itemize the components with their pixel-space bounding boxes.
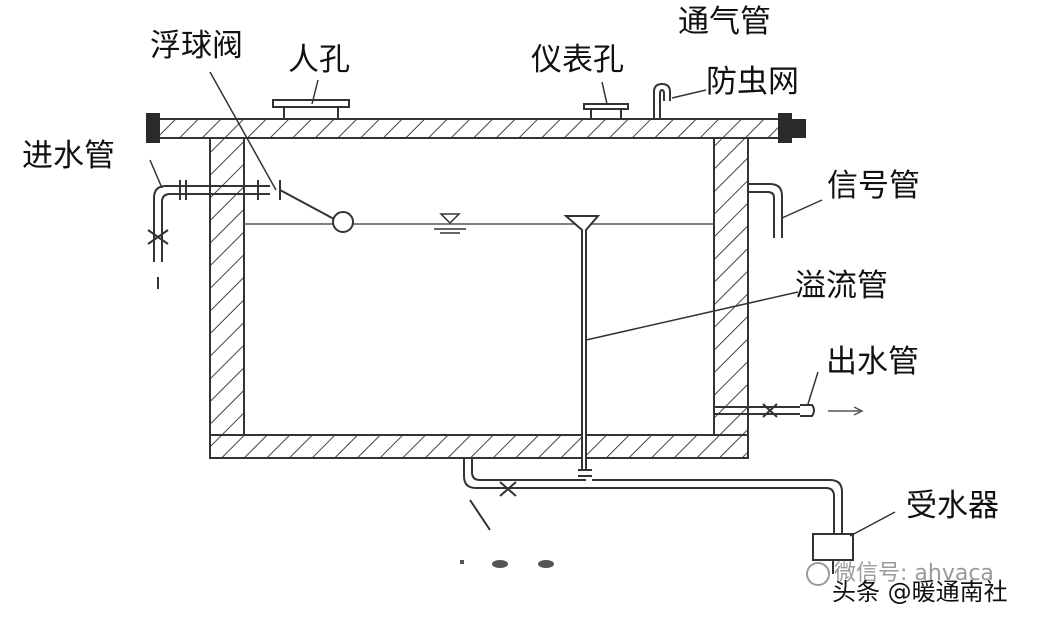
water-level-symbol (434, 213, 466, 234)
tank-walls (149, 118, 781, 459)
drain-markers (460, 560, 554, 568)
label-insect-screen: 防虫网 (706, 64, 799, 100)
float-ball (332, 211, 354, 233)
label-inlet-pipe: 进水管 (22, 138, 115, 174)
right-flange (778, 113, 792, 143)
instrument-hole-fitting (583, 103, 629, 120)
drain-pipe (463, 458, 843, 534)
inlet-pipe (147, 180, 281, 289)
label-outlet-pipe: 出水管 (826, 344, 919, 380)
leader-lines (149, 71, 896, 537)
outlet-pipe (714, 403, 815, 418)
label-overflow-pipe: 溢流管 (795, 268, 888, 304)
signal-pipe (748, 183, 783, 238)
overflow-pipe (563, 215, 601, 477)
outlet-flow-arrow (828, 406, 864, 416)
left-flange (146, 113, 160, 143)
tank-left-wall (209, 137, 245, 459)
label-float-valve: 浮球阀 (150, 28, 243, 64)
right-flange-cap (790, 119, 806, 138)
label-manhole: 人孔 (288, 42, 350, 78)
water-receiver-box (812, 533, 854, 561)
wechat-icon (806, 562, 830, 586)
label-signal-pipe: 信号管 (827, 168, 920, 204)
tank-right-wall (713, 137, 749, 459)
label-instrument-hole: 仪表孔 (531, 42, 624, 78)
label-vent-pipe: 通气管 (678, 4, 771, 40)
tank-interior (243, 137, 715, 436)
vent-pipe (653, 82, 671, 119)
watermark-text: 头条 @暖通南社 (832, 578, 1008, 606)
label-receiver: 受水器 (906, 488, 999, 524)
watermark-faint: 微信号: ahvaca (834, 561, 994, 586)
tank-bottom-slab (209, 434, 749, 459)
manhole-fitting (272, 99, 350, 120)
float-arm (279, 189, 335, 220)
